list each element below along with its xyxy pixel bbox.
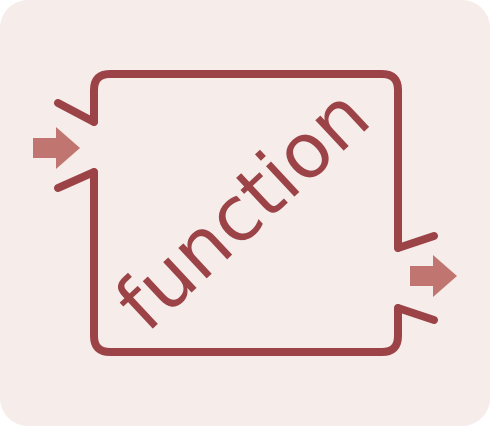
function-box-outline bbox=[90, 70, 402, 356]
arrow-right-icon bbox=[410, 255, 457, 297]
input-notch bbox=[54, 99, 98, 192]
function-label: function bbox=[98, 71, 386, 348]
arrow-right-icon bbox=[33, 127, 80, 169]
output-notch bbox=[394, 232, 438, 324]
